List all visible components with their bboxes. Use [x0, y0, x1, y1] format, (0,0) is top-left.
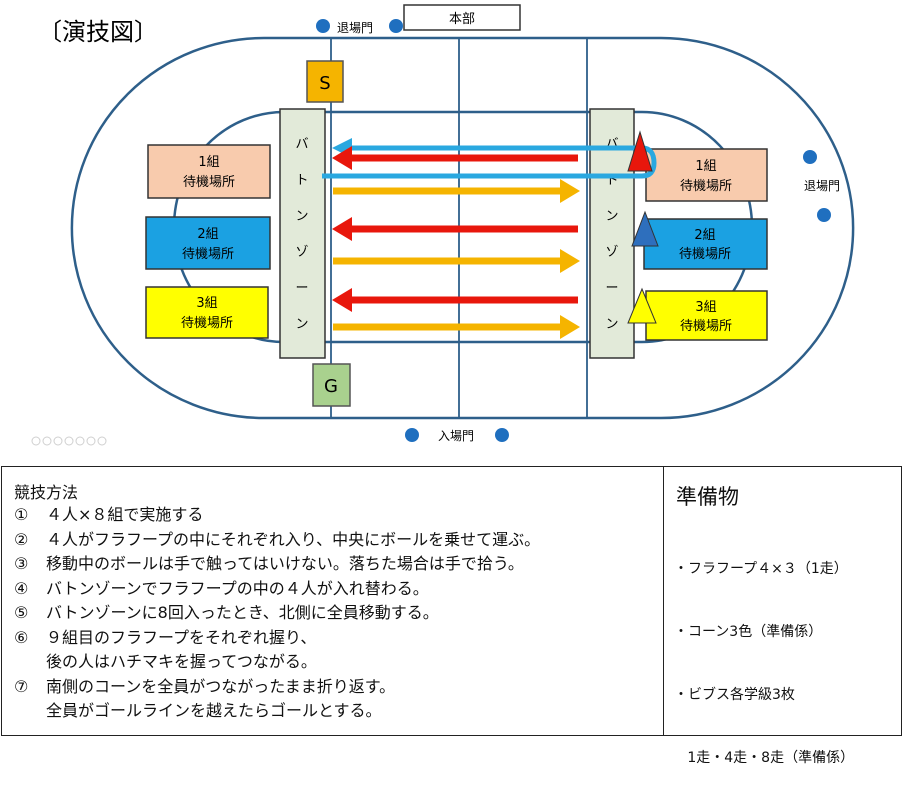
prep-item: ・フラフープ４×３（1走） — [674, 561, 848, 577]
method-item: ⑤ バトンゾーンに8回入ったとき、北側に全員移動する。 — [14, 601, 540, 626]
prep-list: ・フラフープ４×３（1走） ・コーン3色（準備係） ・ビブス各学級3枚 1走・4… — [674, 517, 854, 811]
waiting-box-left-1 — [147, 144, 271, 199]
baton-zone-char: ー — [295, 281, 308, 296]
waiting-group: 2組 — [694, 228, 715, 243]
cone-red — [627, 130, 653, 172]
method-item-text: ４人がフラフープの中にそれぞれ入り、中央にボールを乗せて運ぶ。 — [46, 529, 541, 549]
prep-item: 1走・4走・8走（準備係） — [674, 750, 855, 766]
toolbar-icons — [31, 436, 107, 446]
prep-title: 準備物 — [676, 485, 739, 509]
method-item-number — [14, 650, 46, 675]
method-title: 競技方法 — [14, 483, 79, 502]
method-list: ① ４人×８組で実施する ② ４人がフラフープの中にそれぞれ入り、中央にボールを乗せ… — [14, 503, 540, 724]
baton-zone-char: ー — [605, 281, 618, 296]
cone-yellow — [627, 287, 657, 324]
waiting-group: 2組 — [197, 227, 218, 242]
arrow-orange-head — [560, 249, 580, 273]
start-label: S — [319, 73, 330, 94]
method-item-text: 全員がゴールラインを越えたらゴールとする。 — [46, 701, 382, 720]
method-item-text: 移動中のボールは手で触ってはいけない。落ちた場合は手で拾う。 — [46, 554, 524, 573]
exit-gate-label-right: 退場門 — [804, 179, 840, 193]
method-item: ① ４人×８組で実施する — [14, 503, 540, 528]
method-item-text: ４人×８組で実施する — [46, 505, 204, 524]
waiting-group: 3組 — [695, 300, 716, 315]
method-item: ③ 移動中のボールは手で触ってはいけない。落ちた場合は手で拾う。 — [14, 552, 540, 577]
arrow-red-head — [332, 288, 352, 312]
gate-dot — [817, 208, 831, 222]
waiting-label: 待機場所 — [680, 319, 732, 334]
return-arrow-blue — [322, 145, 657, 179]
baton-zone-char: ン — [605, 209, 618, 224]
method-box: 競技方法 ① ４人×８組で実施する ② ４人がフラフープの中にそれぞれ入り、中央にボ… — [1, 466, 664, 736]
baton-zone-char: ン — [295, 317, 308, 332]
method-item-number: ⑤ — [14, 603, 29, 622]
start-box — [306, 60, 344, 103]
method-item: ② ４人がフラフープの中にそれぞれ入り、中央にボールを乗せて運ぶ。 — [14, 528, 540, 553]
baton-zone-left-label: バ ト ン ゾ ー ン — [295, 137, 308, 332]
waiting-box-right-1 — [645, 148, 768, 202]
method-item-number — [14, 699, 46, 724]
gate-dot — [316, 19, 330, 33]
prep-box: 準備物 ・フラフープ４×３（1走） ・コーン3色（準備係） ・ビブス各学級3枚 … — [664, 466, 902, 766]
waiting-box-right-2 — [643, 218, 768, 270]
method-item-text: バトンゾーンでフラフープの中の４人が入れ替わる。 — [46, 578, 429, 598]
diagram-title: 〔演技図〕 — [38, 18, 158, 46]
waiting-group: 1組 — [198, 155, 219, 170]
arrow-red-head — [332, 146, 352, 170]
method-item: ④ バトンゾーンでフラフープの中の４人が入れ替わる。 — [14, 577, 540, 602]
goal-box — [312, 363, 351, 407]
baton-zone-char: ン — [605, 317, 618, 332]
entry-gate-label: 入場門 — [438, 429, 474, 443]
method-item-number: ④ — [14, 578, 29, 598]
cone-blue — [631, 210, 659, 247]
method-item-text: 南側のコーンを全員がつながったまま折り返す。 — [46, 676, 396, 696]
baton-zone-char: ン — [295, 209, 308, 224]
baton-zone-char: ゾ — [295, 245, 308, 260]
method-item-text: 後の人はハチマキを握ってつながる。 — [46, 652, 317, 671]
method-item: ⑦ 南側のコーンを全員がつながったまま折り返す。 — [14, 675, 540, 700]
baton-zone-char: バ — [295, 137, 308, 152]
goal-label: G — [324, 376, 338, 397]
waiting-label: 待機場所 — [680, 179, 732, 194]
method-item-number: ⑦ — [14, 676, 29, 696]
method-item-text: ９組目のフラフープをそれぞれ握り、 — [46, 627, 317, 647]
method-item-number: ③ — [14, 554, 29, 573]
honbu-box — [403, 4, 521, 31]
baton-zone-char: ト — [295, 173, 308, 188]
arrow-orange-head — [560, 315, 580, 339]
exit-gate-label-top: 退場門 — [337, 21, 373, 35]
method-item-number: ⑥ — [14, 627, 29, 647]
waiting-group: 3組 — [196, 296, 217, 311]
prep-item: ・ビブス各学級3枚 — [674, 687, 795, 703]
gate-dot — [389, 19, 403, 33]
arrow-red-head — [332, 217, 352, 241]
waiting-label: 待機場所 — [181, 316, 233, 331]
info-section: 競技方法 ① ４人×８組で実施する ② ４人がフラフープの中にそれぞれ入り、中央にボ… — [0, 462, 903, 766]
gate-dot — [495, 428, 509, 442]
waiting-label: 待機場所 — [182, 247, 234, 262]
waiting-box-left-3 — [145, 286, 269, 339]
waiting-box-left-2 — [145, 216, 271, 270]
baton-zone-left — [279, 108, 326, 359]
method-item-text: バトンゾーンに8回入ったとき、北側に全員移動する。 — [46, 603, 439, 622]
method-item-number: ① — [14, 505, 29, 524]
method-item: ⑥ ９組目のフラフープをそれぞれ握り、 — [14, 626, 540, 651]
waiting-label: 待機場所 — [183, 175, 235, 190]
honbu-label: 本部 — [449, 12, 475, 27]
waiting-group: 1組 — [695, 159, 716, 174]
track-outer — [70, 36, 855, 420]
arrow-orange-head — [560, 179, 580, 203]
method-item: 後の人はハチマキを握ってつながる。 — [14, 650, 540, 675]
baton-zone-char: ゾ — [605, 245, 618, 260]
method-item-number: ② — [14, 529, 29, 549]
gate-dot — [803, 150, 817, 164]
waiting-label: 待機場所 — [679, 247, 731, 262]
gate-dot — [405, 428, 419, 442]
method-item: 全員がゴールラインを越えたらゴールとする。 — [14, 699, 540, 724]
field-diagram: 〔演技図〕 本部 退場門 退場門 入場門 S G バ ト ン ゾ ー ン バ — [31, 4, 855, 446]
prep-item: ・コーン3色（準備係） — [674, 624, 823, 640]
waiting-box-right-3 — [645, 290, 768, 341]
